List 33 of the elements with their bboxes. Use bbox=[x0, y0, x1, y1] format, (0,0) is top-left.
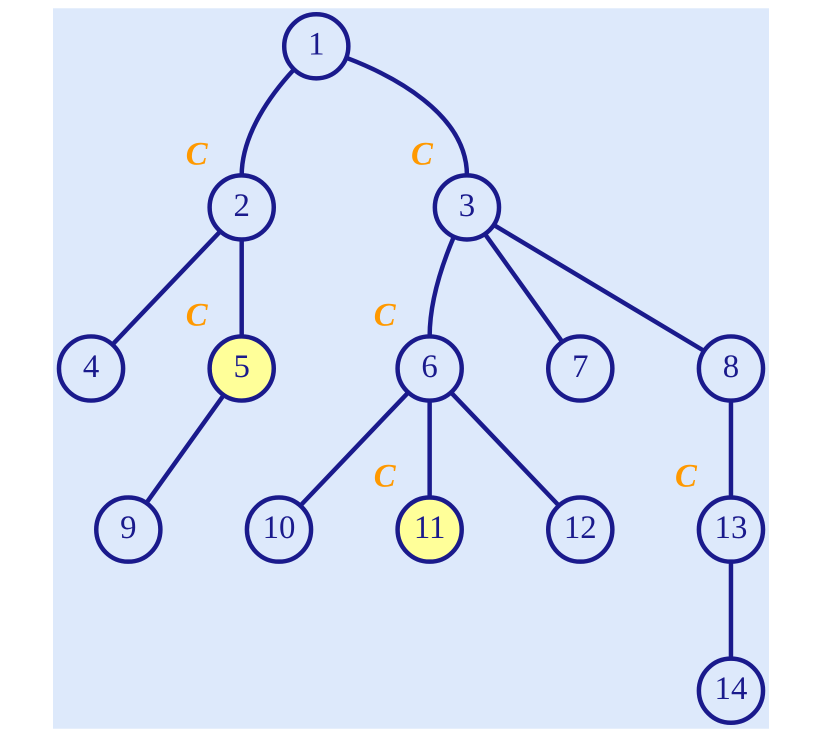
connector bbox=[427, 400, 432, 498]
node-label: C bbox=[186, 136, 208, 172]
node-label: C bbox=[411, 136, 433, 172]
node-circle: 3 bbox=[432, 173, 502, 242]
node-circle: 7 bbox=[546, 334, 615, 403]
connector bbox=[427, 236, 456, 336]
connector bbox=[483, 233, 564, 343]
node-circle: 13 bbox=[696, 495, 766, 564]
node-circle: 2 bbox=[207, 173, 276, 242]
connector bbox=[239, 68, 296, 176]
node-label: C bbox=[374, 458, 396, 494]
connector bbox=[298, 391, 410, 508]
node-label: C bbox=[186, 297, 208, 334]
node-label: C bbox=[374, 297, 396, 334]
connector bbox=[239, 240, 244, 336]
node-circle: 9 bbox=[94, 495, 163, 564]
node-circle: 5 bbox=[207, 334, 276, 403]
node-circle: 11 bbox=[395, 495, 464, 564]
node-circle: 8 bbox=[696, 334, 766, 403]
node-circle: 12 bbox=[546, 495, 615, 564]
connector bbox=[144, 394, 226, 504]
node-circle: 1 bbox=[282, 12, 351, 81]
connector bbox=[346, 56, 470, 176]
connector bbox=[110, 230, 222, 346]
connector bbox=[728, 400, 734, 498]
node-circle: 4 bbox=[56, 334, 126, 403]
connector bbox=[450, 391, 560, 508]
connector bbox=[493, 223, 705, 353]
node-circle: 10 bbox=[244, 495, 314, 564]
connector bbox=[728, 562, 734, 658]
node-circle: 14 bbox=[696, 656, 766, 725]
node-circle: 6 bbox=[395, 334, 464, 403]
node-label: C bbox=[675, 458, 697, 494]
